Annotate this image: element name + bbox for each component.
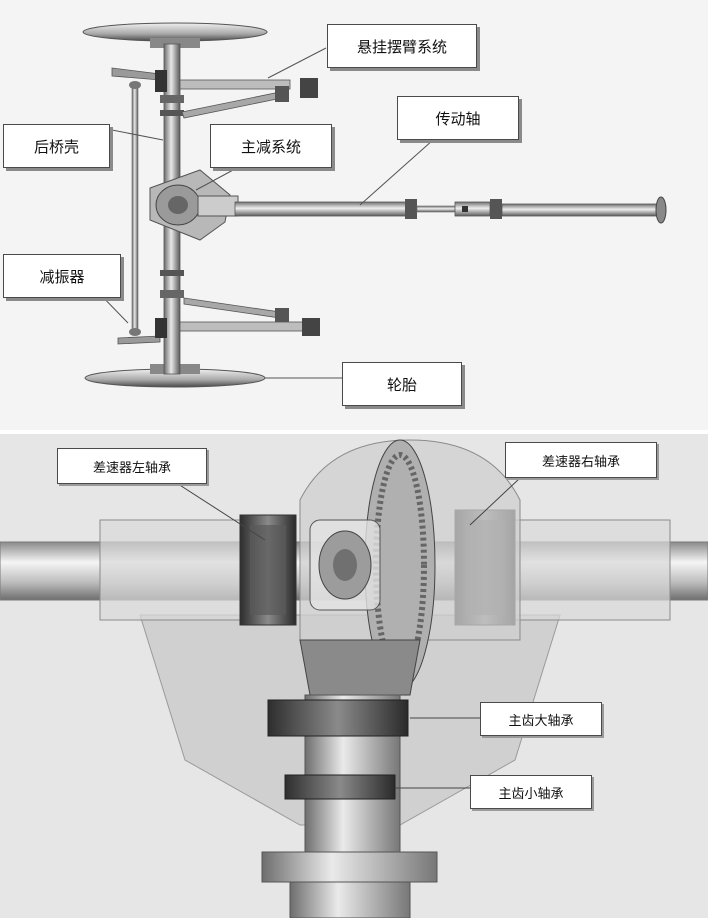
pinion-large-bearing-graphic bbox=[267, 699, 409, 737]
label-diff-right-bearing: 差速器右轴承 bbox=[505, 442, 657, 478]
lower-suspension-arms-graphic bbox=[117, 297, 320, 345]
label-tire: 轮胎 bbox=[342, 362, 462, 406]
pinion-gear-graphic bbox=[299, 639, 421, 696]
drive-shaft-graphic bbox=[234, 196, 667, 224]
upper-suspension-arms-graphic bbox=[111, 67, 318, 119]
pinion-small-bearing-graphic bbox=[284, 774, 396, 800]
label-drive-shaft: 传动轴 bbox=[397, 96, 519, 140]
top-tire-graphic bbox=[82, 22, 268, 48]
label-pinion-small-bearing: 主齿小轴承 bbox=[470, 775, 592, 809]
bottom-leader-lines bbox=[174, 477, 521, 789]
label-suspension-arm: 悬挂摆臂系统 bbox=[327, 24, 477, 68]
spider-gears-graphic bbox=[309, 519, 381, 611]
final-drive-graphic bbox=[149, 169, 239, 241]
left-bearing-housing-graphic bbox=[99, 514, 297, 626]
pinion-flange-graphic bbox=[261, 851, 438, 883]
label-diff-left-bearing: 差速器左轴承 bbox=[57, 448, 207, 484]
label-pinion-large-bearing: 主齿大轴承 bbox=[480, 702, 602, 736]
label-shock-absorber: 减振器 bbox=[3, 254, 121, 298]
label-final-drive: 主减系统 bbox=[210, 124, 332, 168]
shock-absorber-graphic bbox=[131, 84, 139, 336]
label-rear-axle-housing: 后桥壳 bbox=[3, 124, 110, 168]
